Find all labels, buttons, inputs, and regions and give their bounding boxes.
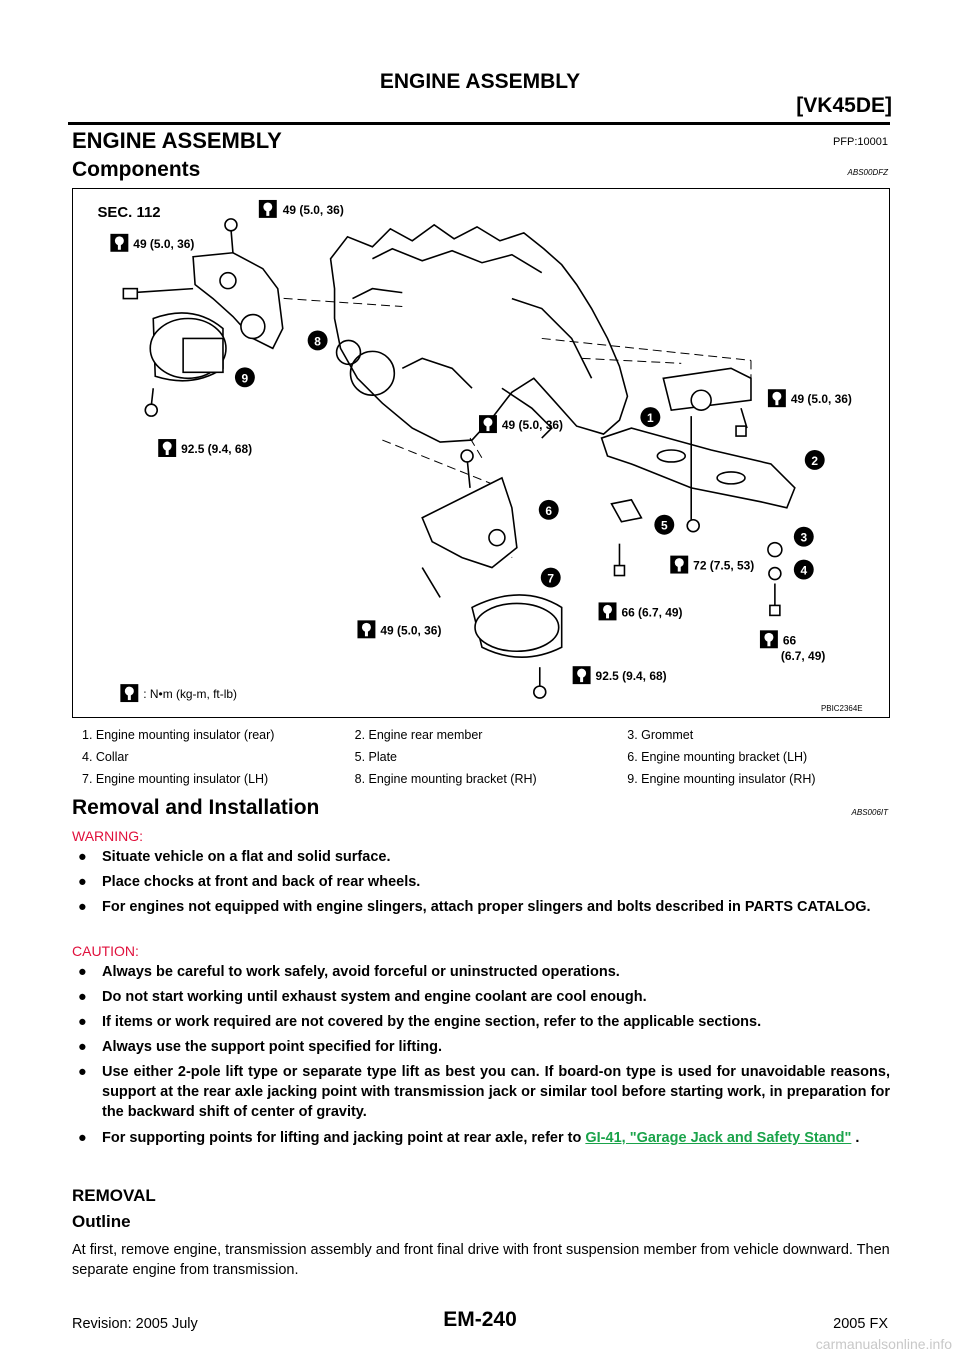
components-ref: ABS00DFZ [847,168,888,177]
header-engine-code: [VK45DE] [796,94,892,117]
torque-top: 49 (5.0, 36) [283,203,344,217]
removal-ref: ABS006IT [851,808,888,817]
torque-wrench-icon [357,620,376,639]
outline-text: At first, remove engine, transmission as… [72,1242,890,1278]
figure-code: PBIC2364E [821,704,863,713]
callout-1: 1 [647,411,654,425]
caution-item: ●Always be careful to work safely, avoid… [78,964,620,980]
warning-item: ●For engines not equipped with engine sl… [78,899,871,915]
gi-41-link[interactable]: GI-41, "Garage Jack and Safety Stand" [585,1130,852,1146]
callout-4: 4 [800,564,807,578]
pfp-code: PFP:10001 [832,136,888,148]
components-diagram: SEC. 112 [97,199,863,713]
torque-bottom-left: 49 (5.0, 36) [380,623,441,637]
torque-left: 49 (5.0, 36) [133,237,194,251]
legend-item: 8. Engine mounting bracket (RH) [354,772,537,786]
caution-item: ●For supporting points for lifting and j… [78,1130,860,1146]
legend-row: 4. Collar 5. Plate 6. Engine mounting br… [72,746,890,768]
legend-item: 4. Collar [82,750,129,764]
torque-wrench-icon [110,233,129,252]
caution-item: ●Do not start working until exhaust syst… [78,989,647,1005]
removal-subheading: REMOVAL [72,1186,156,1205]
lh-bracket-drawing [421,449,563,699]
legend-item: 1. Engine mounting insulator (rear) [82,728,275,742]
callout-5: 5 [661,519,668,533]
callout-7: 7 [547,572,554,586]
torque-wrench-icon [670,555,689,574]
legend-row: 7. Engine mounting insulator (LH) 8. Eng… [72,768,890,790]
caution-item: ●Always use the support point specified … [78,1039,442,1055]
header-rule [68,122,890,125]
torque-wrench-icon [258,199,277,218]
callout-8: 8 [314,334,321,348]
watermark: carmanualsonline.info [815,1336,952,1352]
legend-row: 1. Engine mounting insulator (rear) 2. E… [72,724,890,746]
torque-92-left: 92.5 (9.4, 68) [181,442,252,456]
callout-6: 6 [545,504,552,518]
legend-item: 2. Engine rear member [354,728,483,742]
sec-label: SEC. 112 [97,204,160,221]
section-title: ENGINE ASSEMBLY [72,128,282,153]
header-title: ENGINE ASSEMBLY [379,70,581,93]
legend-item: 7. Engine mounting insulator (LH) [82,772,269,786]
legend-item: 3. Grommet [627,728,694,742]
footer-model: 2005 FX [833,1316,888,1332]
unit-legend: : N•m (kg-m, ft-lb) [143,687,237,701]
warning-label: WARNING: [72,828,144,844]
callout-9: 9 [242,371,249,385]
torque-wrench-icon [158,439,177,457]
rear-member-drawing [600,367,796,617]
removal-heading: Removal and Installation [72,796,320,819]
torque-right: 49 (5.0, 36) [791,392,852,406]
torque-72: 72 (7.5, 53) [693,559,754,573]
footer-revision: Revision: 2005 July [72,1316,198,1332]
warning-item: ●Place chocks at front and back of rear … [78,874,421,890]
torque-wrench-icon [572,666,591,685]
torque-wrench-icon [767,389,786,408]
legend-item: 9. Engine mounting insulator (RH) [627,772,816,786]
components-figure: SEC. 112 [72,188,890,718]
parts-legend: 1. Engine mounting insulator (rear) 2. E… [72,724,890,790]
torque-66a: 66 (6.7, 49) [621,605,682,619]
torque-wrench-icon [479,415,497,434]
torque-66b: 66 [783,633,797,647]
legend-item: 5. Plate [354,750,398,764]
callout-3: 3 [800,531,807,545]
footer-page-number: EM-240 [443,1308,517,1331]
torque-66b-detail: (6.7, 49) [781,649,825,663]
rh-bracket-drawing [122,218,284,417]
caution-label: CAUTION: [72,943,139,959]
torque-92-bottom: 92.5 (9.4, 68) [596,669,667,683]
components-heading: Components [72,158,201,181]
callout-2: 2 [811,454,818,468]
engine-block-drawing [329,223,629,443]
torque-wrench-icon [120,684,139,703]
torque-wrench-icon [598,602,617,621]
caution-item: ●If items or work required are not cover… [78,1014,762,1030]
torque-wrench-icon [759,630,778,649]
caution-item: ●Use either 2-pole lift type or separate… [78,1064,890,1120]
outline-heading: Outline [72,1212,131,1231]
torque-mid: 49 (5.0, 36) [502,418,563,432]
warning-item: ●Situate vehicle on a flat and solid sur… [78,849,391,865]
legend-item: 6. Engine mounting bracket (LH) [627,750,808,764]
